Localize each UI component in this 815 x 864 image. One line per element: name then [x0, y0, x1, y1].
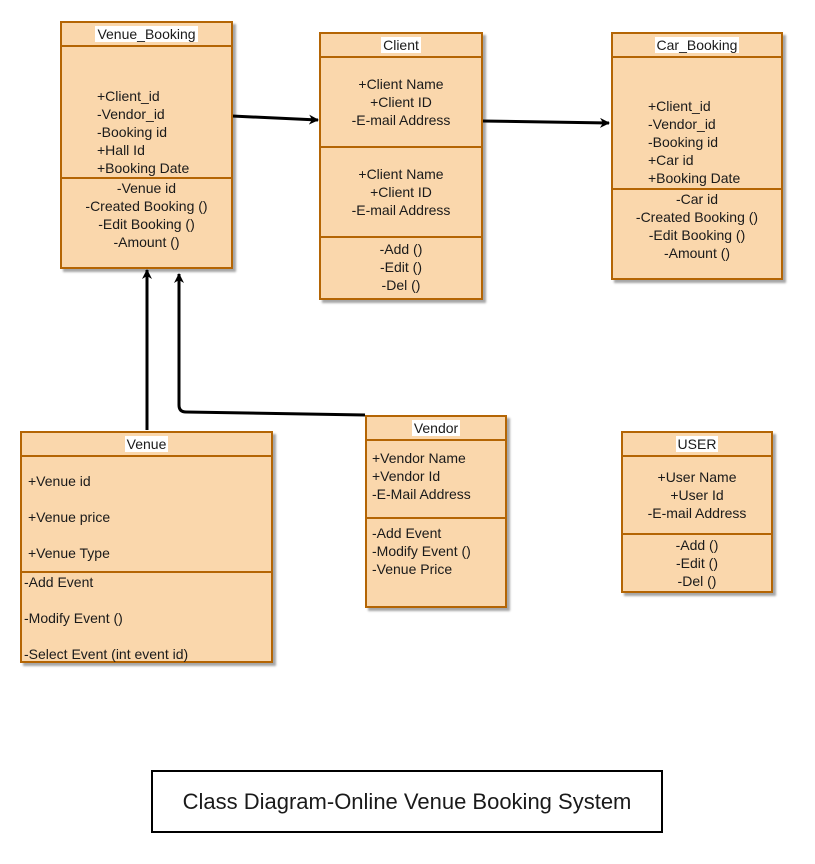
class-car-booking: Car_Booking +Client_id -Vendor_id -Booki…: [611, 32, 783, 280]
attribute: -E-mail Address: [647, 505, 747, 521]
methods-section: -Add () -Edit () -Del (): [623, 535, 771, 591]
method: -Modify Event (): [372, 543, 471, 559]
class-vendor: Vendor +Vendor Name +Vendor Id -E-Mail A…: [365, 415, 507, 608]
class-header: Vendor: [367, 417, 505, 441]
attributes-section: +Client_id -Vendor_id -Booking id +Car i…: [613, 58, 781, 190]
attribute: +User Name: [657, 469, 737, 485]
methods-section: -Add Event -Modify Event () -Venue Price: [367, 519, 505, 578]
attributes-section: +Client Name +Client ID -E-mail Address: [321, 58, 481, 148]
class-name: Car_Booking: [654, 37, 740, 53]
attribute: +Vendor Name: [372, 450, 466, 466]
method: -Add (): [675, 537, 719, 553]
class-client: Client +Client Name +Client ID -E-mail A…: [319, 32, 483, 300]
attribute: +User Id: [670, 487, 724, 503]
class-name: Client: [381, 37, 421, 53]
attribute: -Vendor_id: [648, 116, 716, 132]
attribute: +Venue Type: [28, 545, 110, 561]
arrow-venue-booking-to-client: [231, 114, 319, 125]
attribute: +Client_id: [97, 88, 160, 104]
method: -Add (): [379, 241, 423, 257]
class-header: Venue_Booking: [62, 23, 231, 47]
attribute: +Vendor Id: [372, 468, 441, 484]
method: -Edit Booking (): [648, 227, 746, 243]
method: -Created Booking (): [635, 209, 759, 225]
methods-section: -Car id -Created Booking () -Edit Bookin…: [613, 190, 781, 262]
method: -Created Booking (): [85, 198, 208, 214]
methods-section: -Add Event -Modify Event () -Select Even…: [22, 564, 271, 672]
method: -Edit Booking (): [98, 216, 195, 232]
class-header: USER: [623, 433, 771, 457]
method: -Car id: [675, 191, 718, 207]
attribute: -Booking id: [97, 124, 168, 140]
method: -Edit (): [676, 555, 718, 571]
method: -Amount (): [113, 234, 180, 250]
arrow-vendor-to-venue-booking: [174, 273, 366, 417]
attributes-section: +Client_id -Vendor_id -Booking id +Hall …: [62, 47, 231, 179]
method: -Del (): [381, 277, 421, 293]
attributes-section: +User Name +User Id -E-mail Address: [623, 457, 771, 535]
method: -Venue id: [116, 180, 177, 196]
class-user: USER +User Name +User Id -E-mail Address…: [621, 431, 773, 593]
class-name: Venue_Booking: [95, 26, 198, 42]
class-header: Car_Booking: [613, 34, 781, 58]
attribute: -E-mail Address: [351, 202, 451, 218]
class-header: Venue: [22, 433, 271, 457]
attribute: +Client_id: [648, 98, 711, 114]
class-venue-booking: Venue_Booking +Client_id -Vendor_id -Boo…: [60, 21, 233, 269]
attribute: +Client Name: [358, 76, 444, 92]
class-name: USER: [675, 436, 719, 452]
method: -Select Event (int event id): [24, 646, 189, 662]
attribute: +Booking Date: [648, 170, 741, 186]
method: -Del (): [677, 573, 717, 589]
attribute: +Client ID: [370, 184, 432, 200]
attribute: +Client ID: [370, 94, 432, 110]
attributes-section-2: +Client Name +Client ID -E-mail Address: [321, 148, 481, 238]
class-name: Vendor: [411, 420, 461, 436]
attribute: +Hall Id: [97, 142, 145, 158]
method: -Venue Price: [372, 561, 453, 577]
method: -Amount (): [663, 245, 731, 261]
attribute: +Venue price: [28, 509, 111, 525]
attributes-section: +Vendor Name +Vendor Id -E-Mail Address: [367, 441, 505, 519]
diagram-caption: Class Diagram-Online Venue Booking Syste…: [151, 770, 663, 833]
attribute: -E-Mail Address: [372, 486, 471, 502]
methods-section: -Venue id -Created Booking () -Edit Book…: [62, 179, 231, 251]
attribute: -Booking id: [648, 134, 719, 150]
caption-text: Class Diagram-Online Venue Booking Syste…: [182, 788, 632, 814]
attributes-section: +Venue id +Venue price +Venue Type: [22, 457, 271, 573]
attribute: -Vendor_id: [97, 106, 165, 122]
class-venue: Venue +Venue id +Venue price +Venue Type…: [20, 431, 273, 663]
class-header: Client: [321, 34, 481, 58]
methods-section: -Add () -Edit () -Del (): [321, 238, 481, 296]
class-name: Venue: [124, 436, 169, 452]
attribute: +Booking Date: [97, 160, 190, 176]
attribute: +Venue id: [28, 473, 91, 489]
method: -Edit (): [380, 259, 422, 275]
method: -Add Event: [24, 574, 94, 590]
method: -Modify Event (): [24, 610, 123, 626]
attribute: +Client Name: [358, 166, 444, 182]
attribute: +Car id: [648, 152, 694, 168]
arrow-client-to-car-booking: [481, 117, 610, 128]
method: -Add Event: [372, 525, 442, 541]
attribute: -E-mail Address: [351, 112, 451, 128]
